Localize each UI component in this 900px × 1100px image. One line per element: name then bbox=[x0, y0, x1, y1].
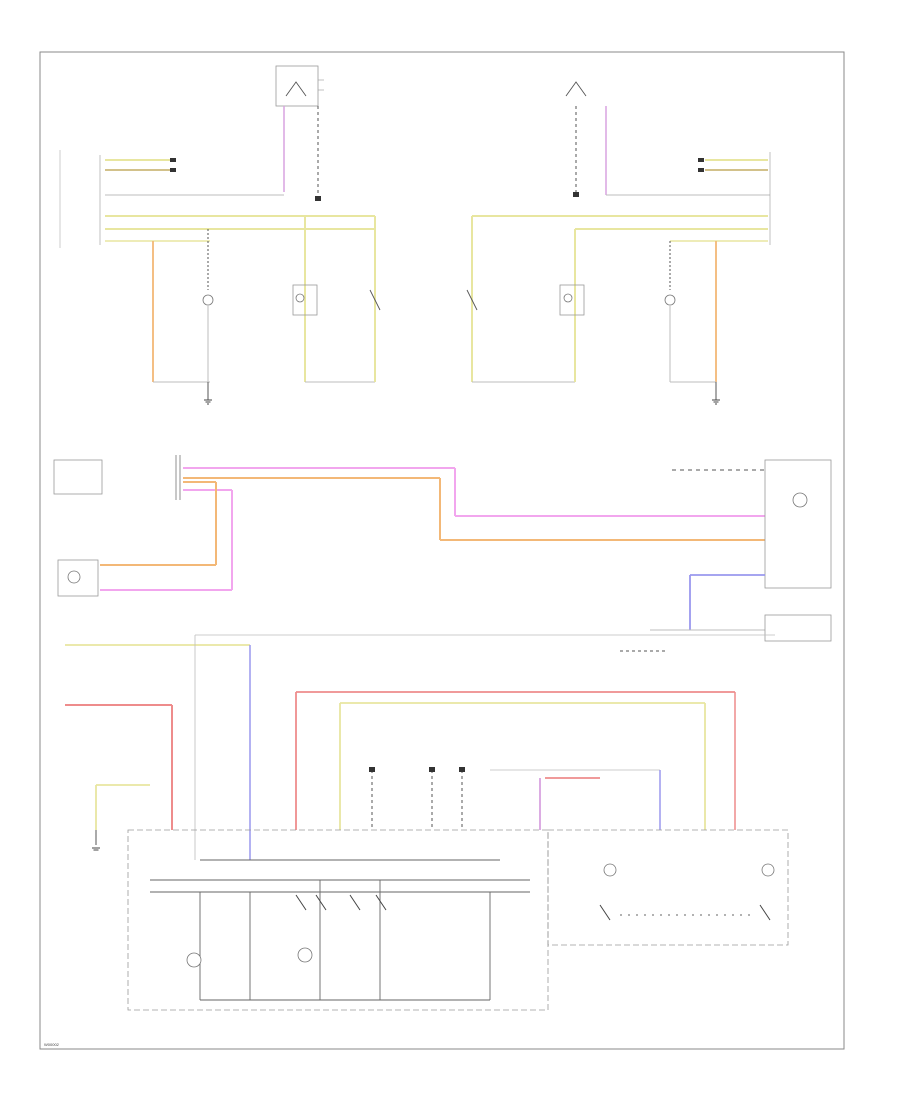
right-front-door-section bbox=[466, 81, 771, 405]
rear-door-module-box bbox=[53, 459, 103, 495]
rear-interior-lights-box bbox=[547, 829, 789, 946]
left-door-switch-box bbox=[275, 65, 319, 107]
bulb-icon bbox=[67, 570, 81, 584]
footer-code: W00002 bbox=[44, 1042, 60, 1047]
diagram-frame bbox=[39, 51, 845, 1050]
ground-icon bbox=[204, 399, 212, 405]
lamp-icon bbox=[186, 947, 313, 968]
front-roof-console-box bbox=[127, 829, 549, 1011]
switch-icon bbox=[295, 894, 387, 911]
right-courtesy-lamp-box bbox=[764, 459, 832, 589]
rear-courtesy-lamp-box bbox=[57, 559, 99, 597]
roof-console-section bbox=[65, 634, 789, 1011]
courtesy-light-section bbox=[53, 455, 832, 652]
connector-icon bbox=[315, 196, 321, 201]
left-front-door-section bbox=[59, 65, 381, 405]
